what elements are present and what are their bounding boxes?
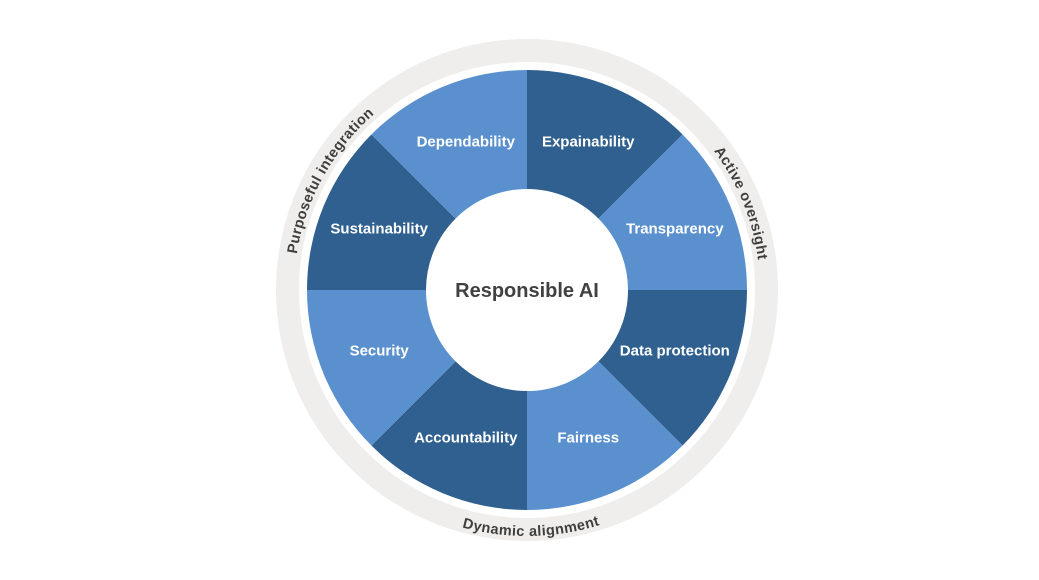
segment-accountability <box>371 361 527 510</box>
segment-security <box>307 290 456 446</box>
segment-label-expainability: Expainability <box>542 134 635 151</box>
segment-label-dependability: Dependability <box>417 134 516 151</box>
segment-label-fairness: Fairness <box>557 429 619 446</box>
segment-label-data-protection: Data protection <box>620 343 730 360</box>
segment-data-protection <box>598 290 747 446</box>
segment-expainability <box>527 70 683 219</box>
segment-fairness <box>527 361 683 510</box>
segment-sustainability <box>307 134 456 290</box>
segment-label-sustainability: Sustainability <box>330 220 428 237</box>
segment-label-transparency: Transparency <box>626 220 724 237</box>
center-title: Responsible AI <box>455 280 599 302</box>
segment-transparency <box>598 134 747 290</box>
segments <box>307 70 747 510</box>
segment-label-security: Security <box>350 343 410 360</box>
segment-dependability <box>371 70 527 219</box>
segment-label-accountability: Accountability <box>414 429 518 446</box>
outer-ring <box>276 39 778 541</box>
